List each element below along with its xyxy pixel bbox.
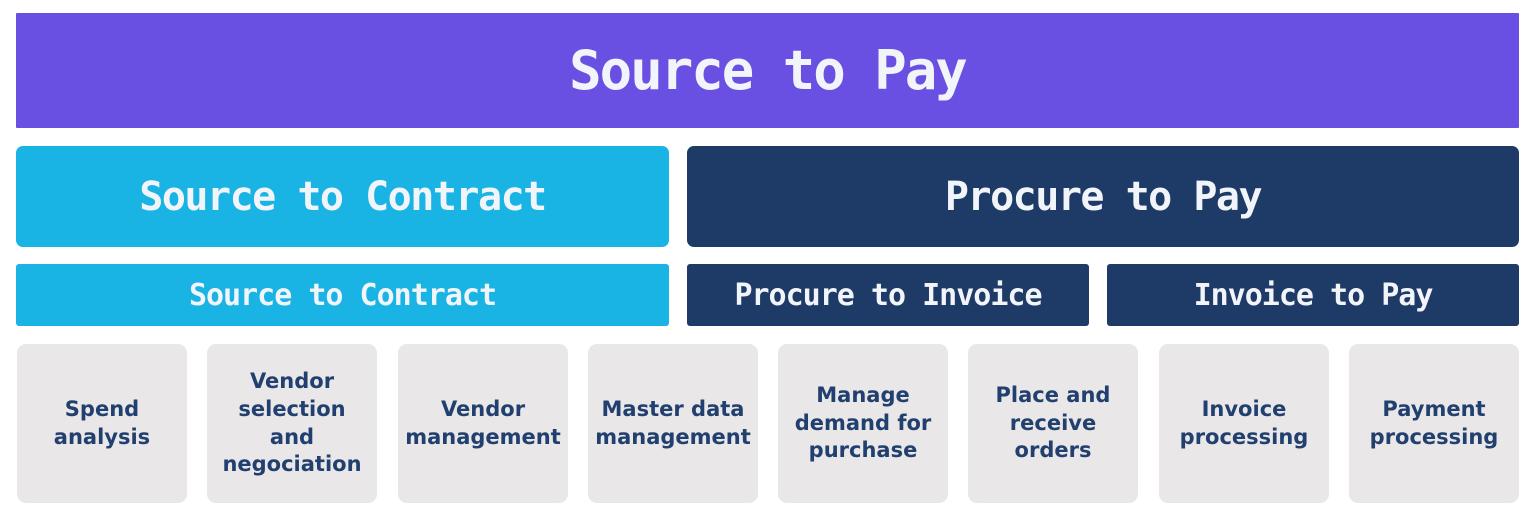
capability-invoice-processing: Invoice processing bbox=[1159, 344, 1329, 503]
level2-source-to-contract-box: Source to Contract bbox=[16, 146, 669, 247]
level3-procure-to-invoice-box: Procure to Invoice bbox=[687, 264, 1089, 326]
capability-payment-processing: Payment processing bbox=[1349, 344, 1519, 503]
capability-label: Invoice processing bbox=[1179, 396, 1309, 449]
capability-label: Vendor management bbox=[405, 396, 561, 449]
capability-spend-analysis: Spend analysis bbox=[17, 344, 187, 503]
capability-label: Place and receive orders bbox=[995, 382, 1111, 463]
capability-vendor-management: Vendor management bbox=[398, 344, 568, 503]
capability-vendor-selection-negociation: Vendor selection and negociation bbox=[207, 344, 377, 503]
capability-place-and-receive-orders: Place and receive orders bbox=[968, 344, 1138, 503]
capability-label: Vendor selection and negociation bbox=[222, 369, 362, 477]
level3-source-to-contract-box: Source to Contract bbox=[16, 264, 669, 326]
level1-label: Source to Pay bbox=[569, 39, 968, 102]
capability-master-data-management: Master data management bbox=[588, 344, 758, 503]
level3-source-to-contract-label: Source to Contract bbox=[188, 277, 497, 313]
capability-manage-demand-for-purchase: Manage demand for purchase bbox=[778, 344, 948, 503]
level1-source-to-pay-banner: Source to Pay bbox=[16, 13, 1519, 128]
level2-source-to-contract-label: Source to Contract bbox=[139, 173, 547, 220]
level2-procure-to-pay-label: Procure to Pay bbox=[944, 173, 1263, 220]
level3-invoice-to-pay-label: Invoice to Pay bbox=[1193, 277, 1434, 313]
capability-label: Spend analysis bbox=[53, 396, 151, 449]
capability-label: Payment processing bbox=[1369, 396, 1499, 449]
level3-procure-to-invoice-label: Procure to Invoice bbox=[734, 277, 1042, 313]
level2-procure-to-pay-box: Procure to Pay bbox=[687, 146, 1519, 247]
capability-label: Master data management bbox=[595, 396, 751, 449]
level3-invoice-to-pay-box: Invoice to Pay bbox=[1107, 264, 1519, 326]
capability-label: Manage demand for purchase bbox=[794, 382, 932, 463]
